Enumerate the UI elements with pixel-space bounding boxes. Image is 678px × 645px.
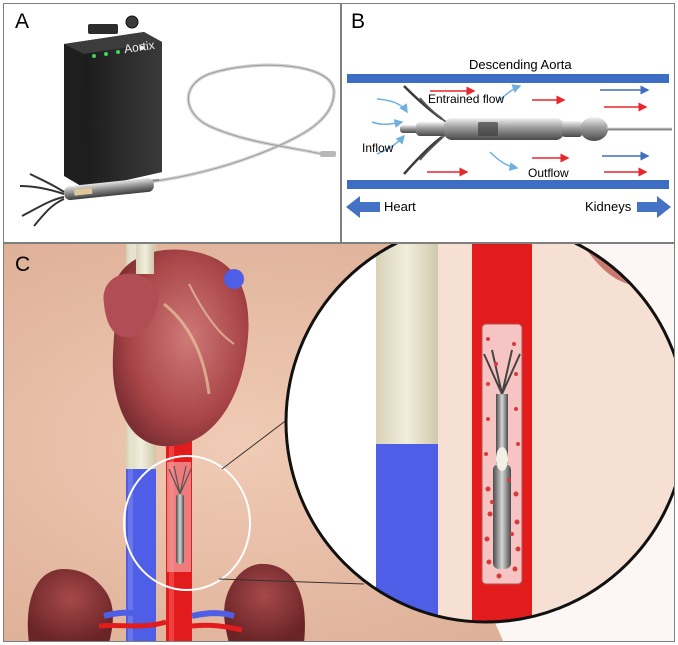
magnified-view [286, 244, 674, 622]
magnified-pump [483, 349, 521, 569]
panel-a-letter: A [15, 10, 30, 33]
flow-diagram [346, 74, 672, 218]
heart-label: Heart [384, 199, 416, 214]
controller-box [64, 15, 162, 189]
panel-a: A [3, 3, 341, 243]
entrained-flow-label: Entrained flow [428, 92, 505, 106]
outflow-label: Outflow [528, 166, 569, 180]
heart-direction-arrow-icon [346, 196, 380, 218]
pump-in-aorta-small [167, 462, 192, 572]
aortix-device-illustration [19, 15, 336, 227]
aorta-wall-top [347, 74, 669, 83]
magnifier-circle [284, 244, 674, 624]
zoom-source-ellipse [123, 455, 251, 591]
panel-c: C [3, 243, 675, 642]
kidneys-direction-arrow-icon [637, 196, 671, 218]
pump-catheter [19, 173, 160, 227]
panel-b-letter: B [351, 10, 366, 33]
anatomy-illustration [4, 244, 674, 641]
inflow-label: Inflow [362, 141, 394, 155]
heart [103, 244, 249, 447]
blood-cells [484, 337, 521, 579]
driveline-cable [148, 63, 336, 184]
zoom-line-bottom [218, 578, 365, 585]
cable-connector [320, 151, 336, 157]
panel-b: B [341, 3, 675, 243]
pump-body [400, 117, 672, 141]
aorta-wall-bottom [347, 180, 669, 189]
kidneys-label: Kidneys [585, 199, 632, 214]
kidneys [27, 563, 305, 641]
panel-c-letter: C [15, 253, 31, 276]
descending-aorta-label: Descending Aorta [469, 57, 572, 72]
